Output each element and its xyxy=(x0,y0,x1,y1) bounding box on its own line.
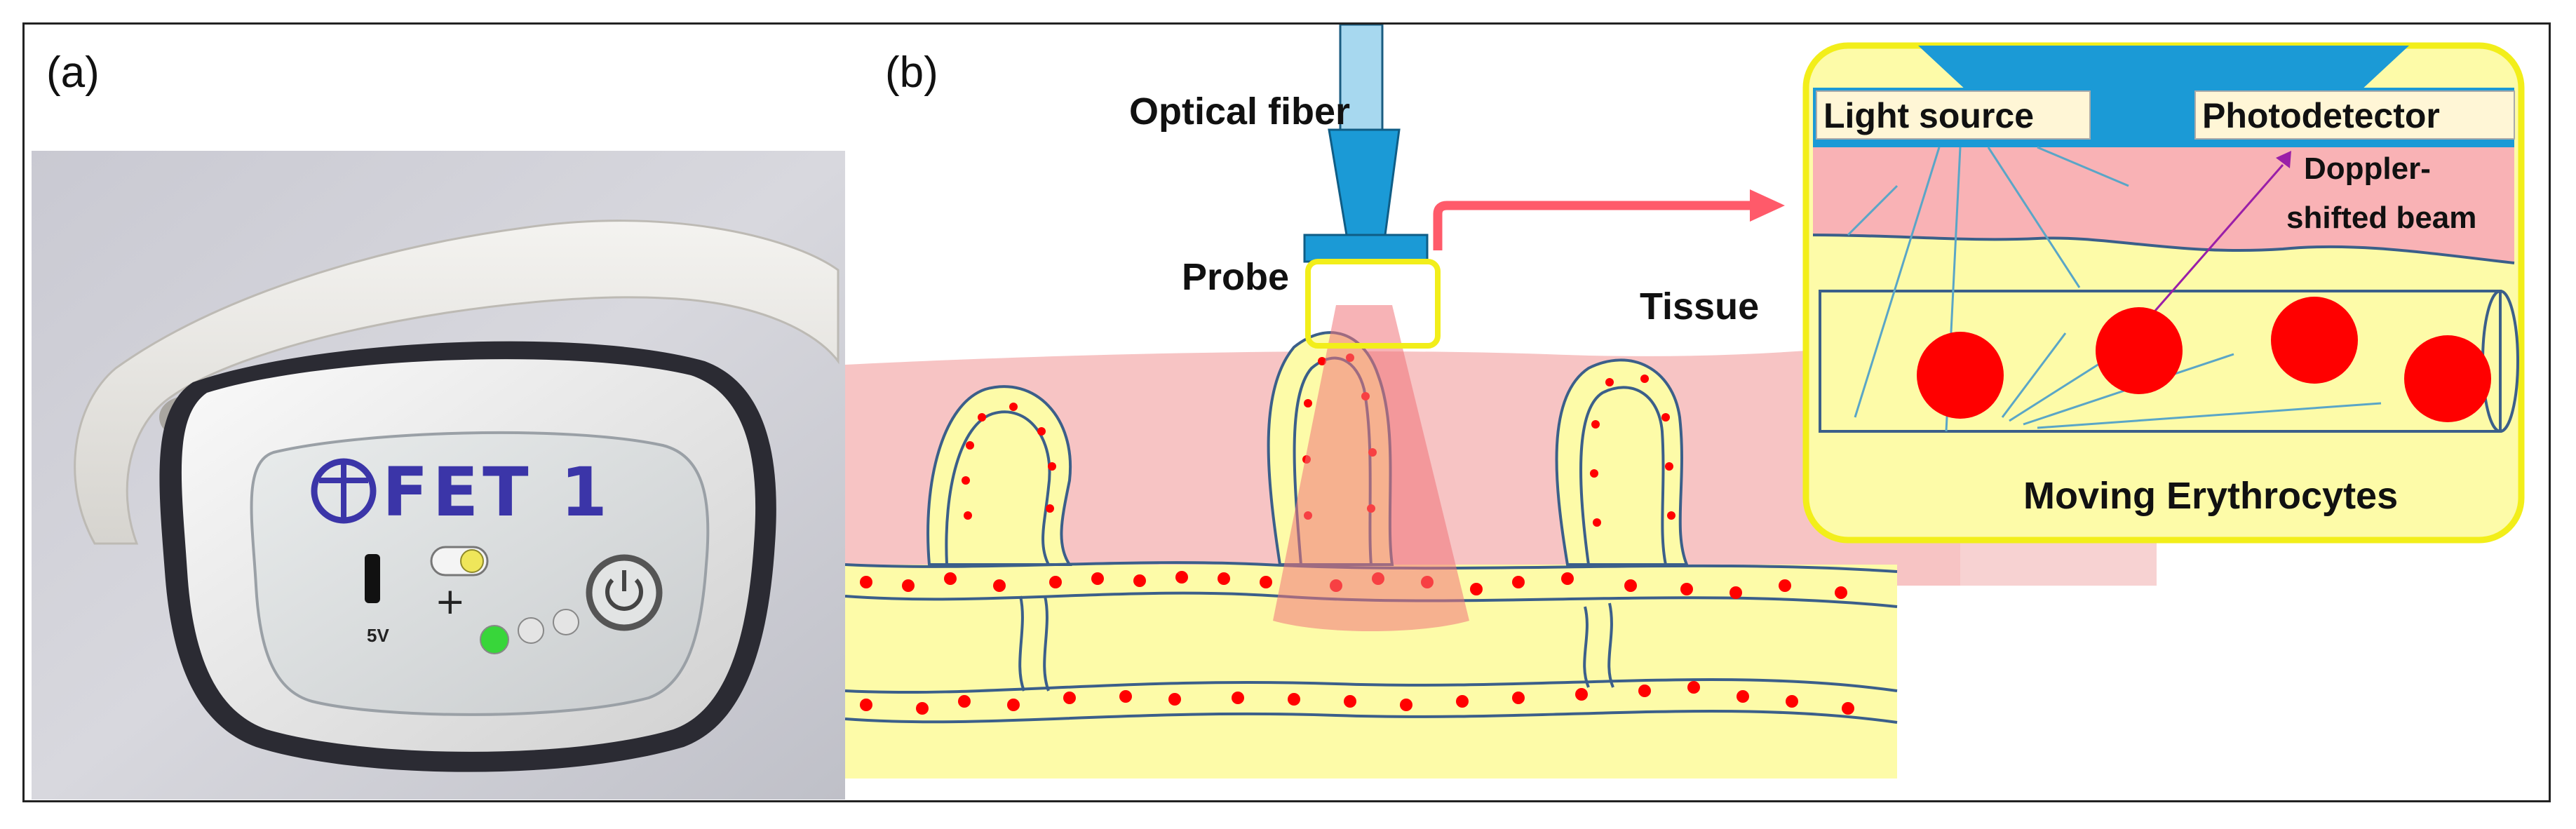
brand-name: FET 1 xyxy=(382,453,612,532)
doppler-beam xyxy=(2134,164,2284,334)
tissue-label: Tissue xyxy=(1640,285,1759,328)
watch-strap xyxy=(74,220,839,545)
optical-fiber-label: Optical fiber xyxy=(1129,90,1350,133)
plus-minus-symbol: + xyxy=(435,581,466,623)
power-button[interactable] xyxy=(586,554,663,631)
photodetector-box xyxy=(2194,90,2515,140)
power-icon xyxy=(605,578,643,611)
led-off-1 xyxy=(518,617,544,644)
led-green xyxy=(480,625,509,654)
moving-erythrocytes-label: Moving Erythrocytes xyxy=(2023,475,2398,517)
light-source-box xyxy=(1816,90,2091,140)
inset-erythrocytes xyxy=(1917,297,2491,422)
brand-logo-icon xyxy=(311,458,377,524)
led-off-2 xyxy=(553,609,579,635)
usb-port-icon xyxy=(365,554,380,603)
doppler-label-line2: shifted beam xyxy=(2286,201,2476,235)
port-label: 5V xyxy=(367,625,389,646)
light-source-label: Light source xyxy=(1823,96,2034,135)
probe-top xyxy=(1918,46,2409,91)
panel-label-b: (b) xyxy=(885,48,938,97)
zoom-arrow xyxy=(1433,201,1750,250)
device-photo: FET 1 + 5V xyxy=(32,151,845,800)
laser-doppler-diagram: Optical fiber Probe Tissue xyxy=(845,25,2525,779)
fiber-connector xyxy=(1328,128,1401,236)
photodetector-label: Photodetector xyxy=(2202,96,2440,135)
doppler-label-line1: Doppler- xyxy=(2304,151,2431,186)
probe-head xyxy=(1303,234,1429,263)
panel-label-a: (a) xyxy=(46,48,100,97)
probe-highlight-box xyxy=(1305,259,1441,349)
magnified-inset: Light source Photodetector Doppler- shif… xyxy=(1802,42,2525,544)
light-cone xyxy=(1273,305,1469,631)
mode-toggle[interactable] xyxy=(430,546,489,577)
probe-label: Probe xyxy=(1182,256,1289,298)
